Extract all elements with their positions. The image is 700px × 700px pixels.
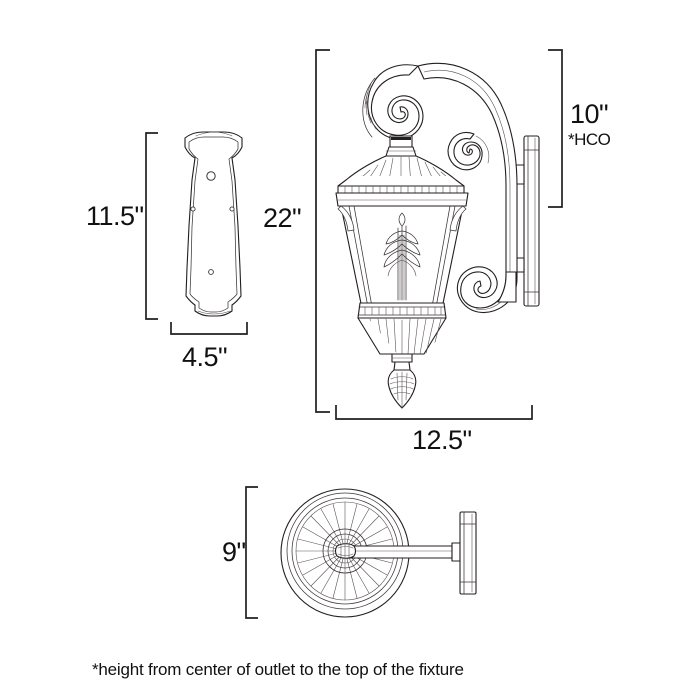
- backplate-hole-left: [190, 206, 196, 212]
- dimension-bracket-11-5: [145, 132, 158, 320]
- gallery-baluster-marks: [364, 306, 442, 316]
- lantern-crown: [335, 146, 469, 207]
- dimension-label-fixture-extension: 12.5": [412, 425, 472, 455]
- lower-gallery-band: [357, 302, 447, 319]
- top-scroll-volute: [362, 64, 424, 148]
- top-view-arm: [347, 542, 461, 562]
- backplate-hole-bottom: [208, 269, 214, 275]
- dimension-label-backplate-height: 11.5": [86, 201, 144, 231]
- dimension-bracket-12-5: [335, 405, 533, 420]
- backplate-hole-center: [206, 171, 216, 181]
- crown-bead-band: [344, 185, 458, 194]
- dimension-label-outlet-height: 10": [570, 99, 609, 129]
- lower-scroll-volute: [456, 266, 509, 314]
- dimension-label-backplate-width: 4.5": [182, 342, 228, 372]
- dimension-label-fixture-diameter: 9": [222, 537, 246, 567]
- wall-mount-plate: [513, 135, 540, 307]
- lantern-glass-body: [337, 205, 467, 319]
- arm-stem: [497, 271, 517, 303]
- dimension-bracket-4-5: [170, 322, 248, 335]
- interior-palmette-motif: [383, 212, 421, 301]
- top-view-socket: [334, 542, 357, 560]
- dimension-label-hco-note: *HCO: [568, 130, 611, 149]
- dimension-bracket-22: [315, 49, 330, 413]
- backplate-hole-right: [229, 206, 235, 212]
- fixture-top-view: [280, 488, 477, 618]
- dimension-bracket-10: [548, 49, 563, 208]
- dimension-bracket-9: [245, 486, 258, 619]
- acorn-finial: [387, 369, 417, 409]
- footnote-text: *height from center of outlet to the top…: [92, 660, 464, 679]
- top-view-wall-plate: [459, 511, 477, 595]
- backplate-front-view: [184, 131, 243, 317]
- dimension-label-fixture-height: 22": [263, 203, 302, 233]
- lantern-base-flare: [357, 317, 447, 371]
- upper-small-scroll: [447, 131, 490, 171]
- fixture-side-elevation: [335, 62, 540, 409]
